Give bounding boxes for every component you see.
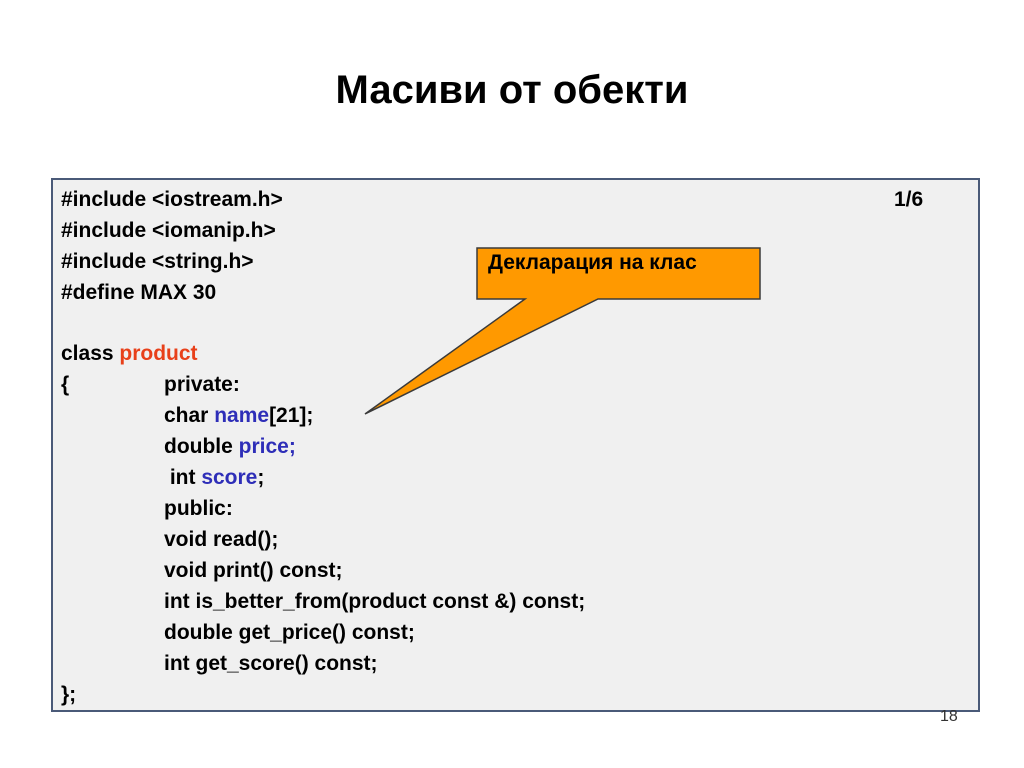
class-name: product xyxy=(119,342,198,365)
code-line-char-name: char name[21]; xyxy=(164,403,313,429)
field-name: name xyxy=(214,404,270,427)
code-close-brace: }; xyxy=(61,683,77,706)
callout-label: Декларация на клас xyxy=(488,251,697,274)
page-counter: 1/6 xyxy=(894,188,924,211)
code-line-define-max: #define MAX 30 xyxy=(61,281,217,304)
char-keyword: char xyxy=(164,404,215,427)
code-line-read: void read(); xyxy=(164,528,279,551)
code-line-private: private: xyxy=(164,373,240,396)
code-line-include-iostream: #include <iostream.h> xyxy=(61,188,283,211)
code-line-include-string: #include <string.h> xyxy=(61,250,254,273)
field-score: score xyxy=(201,466,258,489)
field-price: price; xyxy=(238,435,296,458)
code-line-is-better-from: int is_better_from(product const &) cons… xyxy=(164,590,586,613)
code-line-include-iomanip: #include <iomanip.h> xyxy=(61,219,276,242)
code-line-get-score: int get_score() const; xyxy=(164,652,378,675)
name-size: [21]; xyxy=(269,404,314,427)
code-open-brace: { xyxy=(61,373,70,396)
slide-title: Масиви от обекти xyxy=(335,68,689,112)
slide-number: 18 xyxy=(940,708,958,725)
code-line-public: public: xyxy=(164,497,233,520)
code-line-double-price: double price; xyxy=(164,434,296,460)
code-line-class-declaration: class product xyxy=(61,341,198,367)
double-keyword: double xyxy=(164,435,239,458)
code-line-int-score: int score; xyxy=(164,465,265,491)
int-keyword: int xyxy=(164,466,202,489)
code-line-get-price: double get_price() const; xyxy=(164,621,415,644)
class-keyword: class xyxy=(61,342,120,365)
code-line-print: void print() const; xyxy=(164,559,343,582)
score-semicolon: ; xyxy=(257,466,265,489)
